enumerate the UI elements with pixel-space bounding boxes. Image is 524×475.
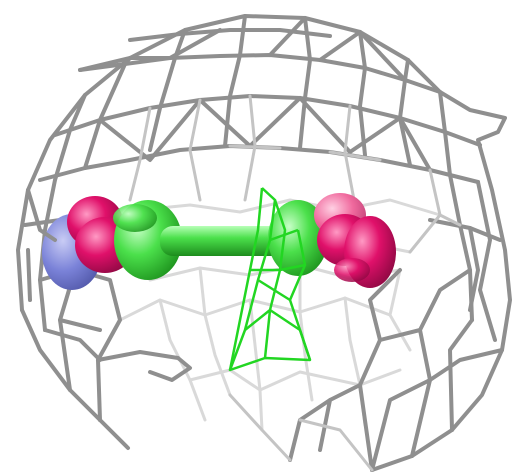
molecule-scene	[0, 0, 524, 475]
